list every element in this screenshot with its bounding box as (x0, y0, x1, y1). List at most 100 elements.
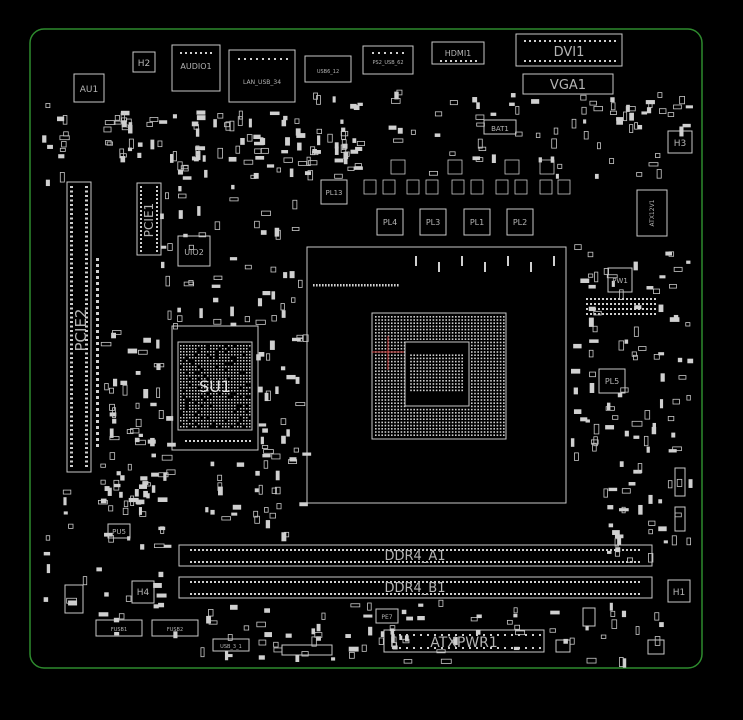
pcie2-pin (70, 334, 73, 337)
cpu-pad (394, 367, 396, 369)
cpu-pad (499, 405, 502, 408)
cpu-pad (455, 383, 457, 385)
cpu-pad (403, 412, 406, 414)
dimm-pin (634, 593, 636, 595)
pcie2-side-pad (96, 426, 99, 429)
smd-pad (158, 571, 164, 578)
chipset-ball (195, 375, 197, 377)
smd-pad (114, 632, 120, 636)
chipset-ball (219, 408, 221, 410)
cpu-pad (503, 424, 505, 427)
cpu-pad (458, 376, 460, 379)
pcie2-pin (85, 276, 88, 278)
cpu-pad (423, 421, 425, 424)
hdmi-pin (465, 60, 467, 62)
chipset-ball (201, 357, 203, 359)
cpu-pad (435, 434, 438, 436)
smd-pad (513, 646, 520, 651)
smd-pad (146, 493, 150, 499)
chipset-ball (183, 348, 185, 350)
dimm-pin (362, 561, 364, 563)
cpu-pad (378, 357, 380, 360)
cpu-pad (461, 322, 463, 324)
cpu-pad (490, 392, 492, 395)
smd-pad (178, 186, 182, 192)
cpu-pad (487, 418, 489, 420)
chipset-ball (246, 381, 248, 383)
cpu-pad (496, 338, 499, 340)
dimm-pin (202, 561, 204, 563)
chipset-ball (219, 363, 221, 365)
dimm-pin (394, 549, 396, 551)
chipset-ball (222, 387, 224, 389)
socket-pin-bar (507, 256, 509, 266)
smd-pad (156, 339, 160, 349)
cpu-pad (423, 325, 425, 328)
pcie2-pin (70, 280, 73, 283)
dimm-pin (522, 549, 524, 551)
cpu-pad (426, 428, 428, 430)
dimm-pin (214, 561, 216, 563)
cpu-pad (410, 322, 412, 324)
pw-pad (622, 303, 624, 305)
cpu-pad (413, 380, 415, 382)
cpu-pad (439, 408, 441, 411)
cpu-pad (429, 386, 431, 388)
smd-pad (685, 105, 693, 109)
chipset-edge-pad (205, 440, 207, 442)
cpu-pad (496, 335, 499, 337)
dimm-pin (546, 593, 548, 595)
pcie2-side-pad (96, 348, 99, 351)
cpu-pad (490, 415, 492, 417)
chipset-ball (225, 408, 227, 410)
cpu-pad (496, 322, 499, 324)
au1-chip (73, 73, 105, 103)
cpu-pad (387, 389, 390, 392)
dimm-pin (214, 581, 216, 583)
smd-component (434, 111, 443, 117)
cpu-pad (461, 335, 463, 337)
chipset-ball (243, 405, 245, 407)
cpu-pad (474, 348, 476, 350)
smd-component (264, 507, 269, 513)
chipset-ball (231, 399, 233, 401)
pcie1-pin (140, 186, 142, 188)
cpu-pad (480, 351, 483, 353)
smd-component (157, 140, 163, 148)
cpu-pad (375, 418, 377, 420)
pcie2-pin (85, 357, 88, 359)
smd-component (603, 488, 608, 498)
pcie2-pin (70, 393, 73, 395)
cpu-pad (455, 386, 457, 388)
cpu-pad (375, 376, 377, 379)
smd-component (327, 133, 333, 143)
cpu-pad (429, 415, 431, 417)
chipset-ball (246, 402, 248, 404)
cpu-pad (378, 418, 380, 420)
smd-component (648, 553, 654, 563)
chipset-ball (204, 357, 206, 359)
chipset-ball (216, 375, 218, 377)
dimm-pin (414, 549, 416, 551)
chipset-ball (234, 414, 236, 416)
smd-pad (138, 507, 142, 515)
cpu-pad (496, 344, 499, 347)
chipset-ball (189, 369, 191, 371)
smd-pad (58, 154, 65, 159)
cpu-pad (403, 431, 406, 433)
smd-component (255, 319, 266, 325)
chipset-edge-pad (209, 440, 211, 442)
pcie2-pin (70, 253, 73, 256)
cpu-pad (410, 370, 412, 372)
dimm-pin (450, 581, 452, 583)
chipset-ball (225, 384, 227, 386)
smd-component (569, 637, 575, 645)
cpu-pad (487, 351, 489, 353)
smd-component (610, 610, 616, 617)
chipset-ball (195, 360, 197, 362)
cpu-pad (387, 364, 390, 366)
dimm-pin (234, 581, 236, 583)
cpu-pad (397, 396, 399, 398)
pcie2-side-pad (96, 372, 99, 375)
pcie2-pin (85, 406, 88, 409)
